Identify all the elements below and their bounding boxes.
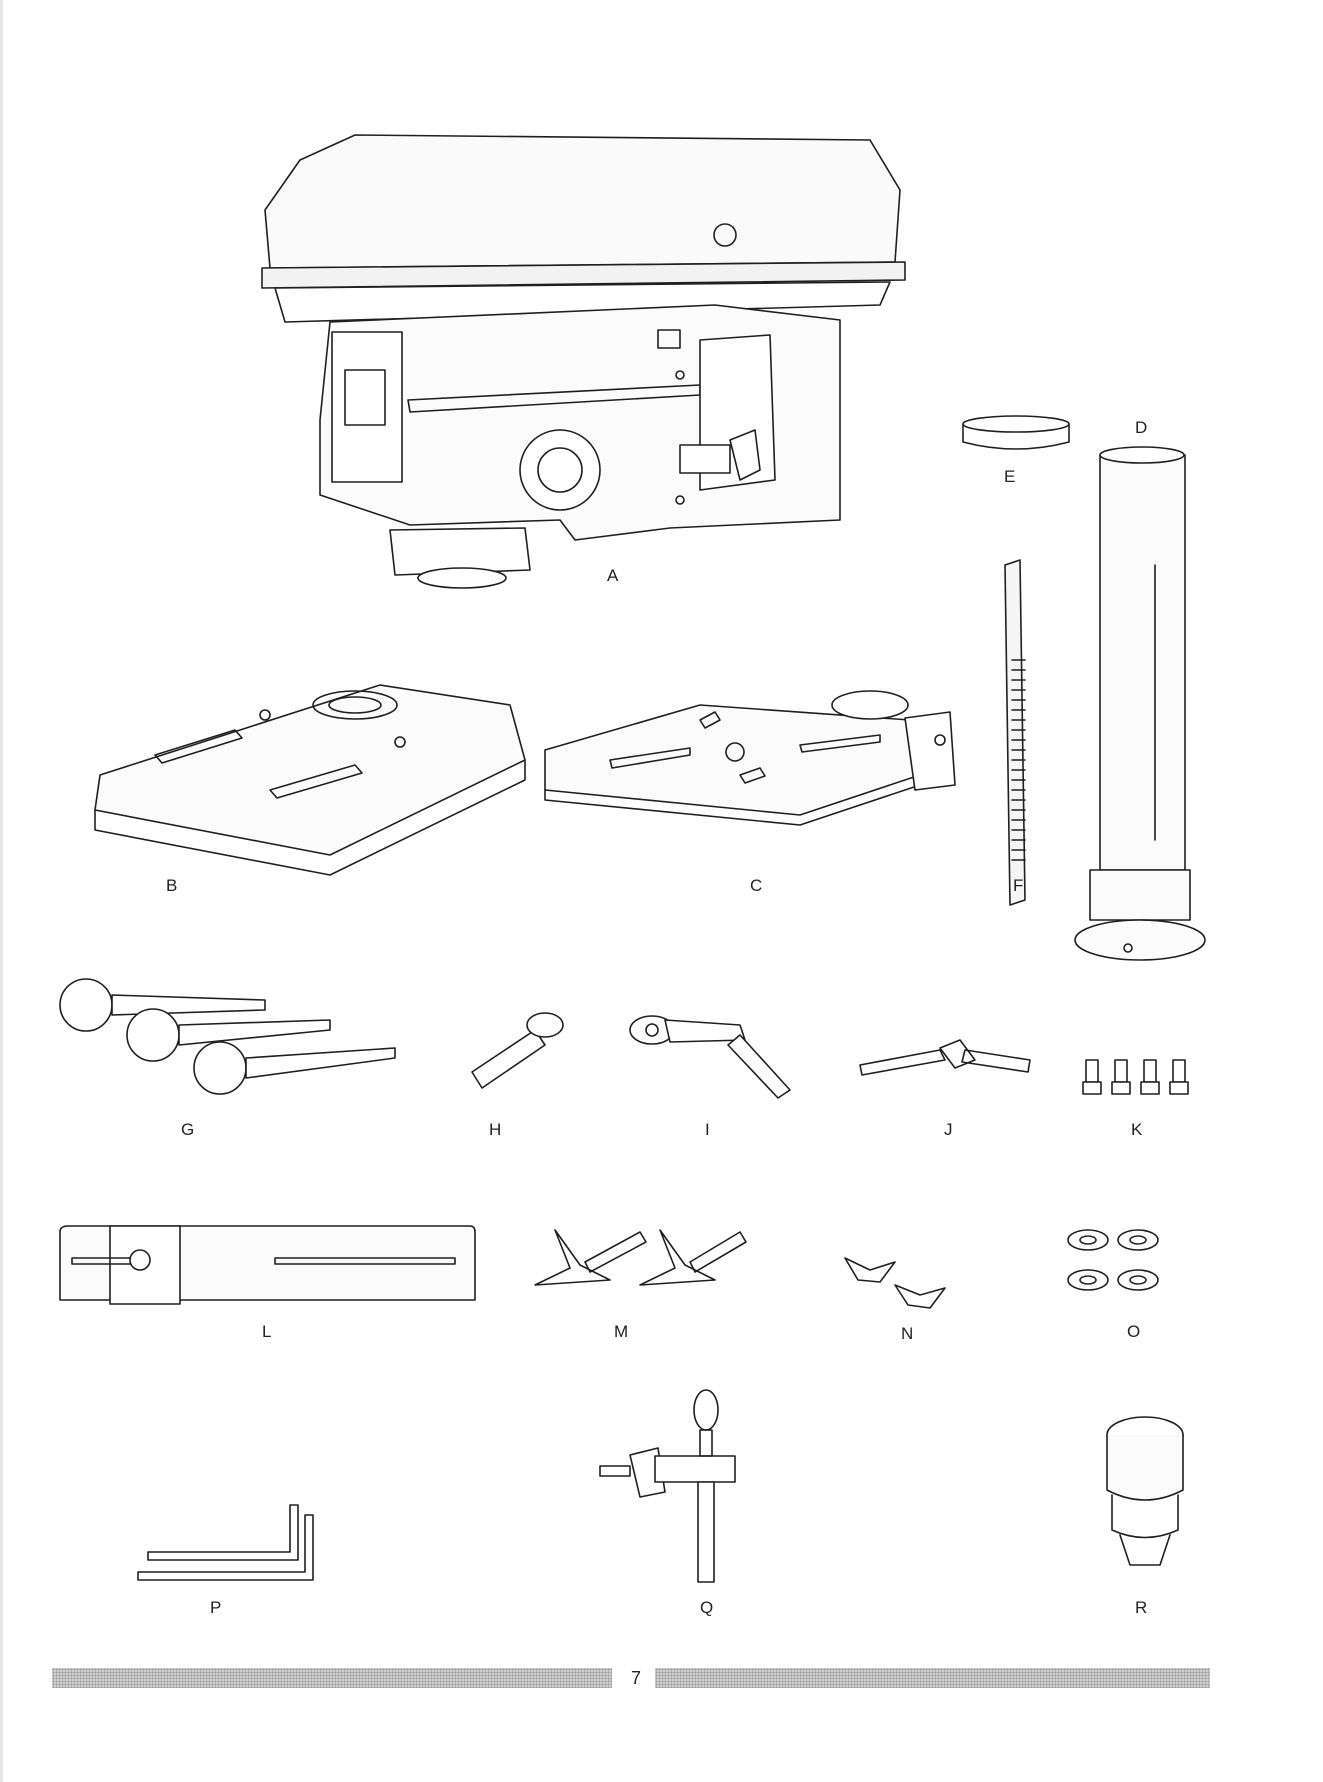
label-g: G [181,1120,195,1140]
label-b: B [166,876,178,896]
label-k: K [1131,1120,1143,1140]
part-i-crank [630,1016,790,1098]
part-q-chuck-key [600,1390,735,1582]
part-a-drill-head [262,135,905,588]
label-o: O [1127,1322,1141,1342]
label-j: J [944,1120,953,1140]
part-n-wing-nuts [845,1258,945,1308]
footer-bar-right [655,1668,1210,1688]
part-c-table [545,691,955,825]
label-h: H [489,1120,502,1140]
label-n: N [901,1324,914,1344]
part-o-washers [1068,1230,1158,1290]
part-g-handles [60,979,395,1094]
part-p-hex-keys [138,1505,313,1580]
label-d: D [1135,418,1148,438]
label-q: Q [700,1598,714,1618]
part-e-ring [963,416,1069,449]
footer-bar-left [52,1668,612,1688]
part-l-fence [60,1226,475,1304]
label-f: F [1013,876,1024,896]
page-number: 7 [626,1668,646,1689]
label-a: A [607,566,619,586]
part-r-chuck [1107,1417,1183,1565]
label-c: C [750,876,763,896]
part-h-shaft [472,1013,563,1088]
part-j-bolt-handle [860,1040,1030,1075]
label-p: P [210,1598,222,1618]
part-m-wing-bolts [535,1230,746,1285]
label-r: R [1135,1598,1148,1618]
label-m: M [614,1322,629,1342]
label-i: I [705,1120,710,1140]
label-e: E [1004,467,1016,487]
part-d-column [1075,447,1205,960]
part-b-base [95,685,525,875]
part-k-bolts [1083,1060,1188,1094]
label-l: L [262,1322,272,1342]
part-f-rack [1005,560,1025,905]
